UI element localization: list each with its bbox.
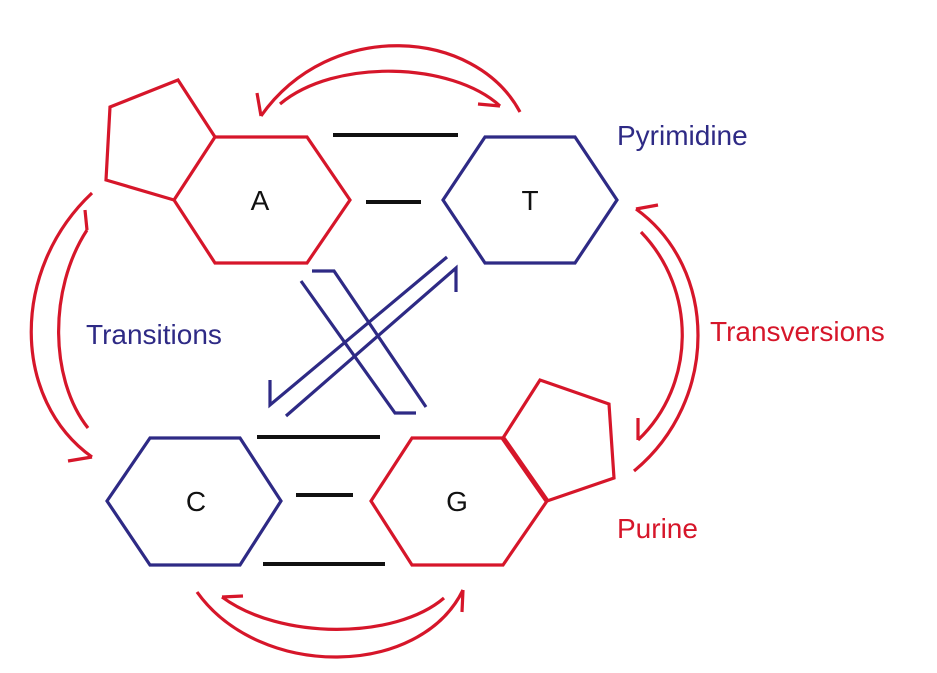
label-transversions: Transversions	[710, 316, 885, 347]
base-a-letter: A	[251, 185, 270, 216]
transition-arrows	[268, 255, 458, 418]
label-purine: Purine	[617, 513, 698, 544]
transversion-arrow-left-outer-head	[67, 455, 93, 463]
transversion-arrow-bottom-outer	[195, 589, 465, 659]
base-g-purine	[369, 378, 616, 567]
transversion-arrow-right-outer-head	[635, 203, 659, 211]
label-transitions: Transitions	[86, 319, 222, 350]
transversion-arrow-left-inner	[57, 229, 90, 429]
base-t-pyrimidine	[441, 135, 619, 265]
hydrogen-bonds	[257, 133, 458, 566]
transversion-arrow-right-outer	[632, 207, 700, 473]
transversion-arrows	[29, 44, 700, 659]
transversion-arrow-top-outer	[259, 44, 522, 117]
transversion-arrow-bottom-inner-head	[221, 594, 244, 599]
base-g-fused-edge	[500, 436, 550, 503]
transversion-arrow-top-outer-head	[255, 92, 263, 117]
transition-arrow-g-to-a	[299, 280, 416, 415]
transversion-arrow-top-inner	[278, 69, 502, 108]
transversion-arrow-left-inner-head	[83, 209, 89, 231]
transversion-arrow-bottom-inner	[221, 595, 446, 631]
base-c-pyrimidine	[105, 436, 283, 567]
transition-arrow-a-to-g	[312, 269, 428, 408]
base-g-letter: G	[446, 486, 468, 517]
base-c-letter: C	[186, 486, 206, 517]
base-a-pentagon	[104, 78, 217, 202]
base-a-purine	[104, 78, 352, 265]
base-g-pentagon	[501, 378, 616, 503]
label-pyrimidine: Pyrimidine	[617, 120, 748, 151]
transition-arrow-c-to-t	[268, 255, 449, 409]
transversion-arrow-bottom-outer-head	[460, 589, 465, 613]
transition-arrow-t-to-c	[284, 264, 458, 418]
transversion-arrow-top-inner-head	[477, 102, 501, 108]
transversion-arrow-right-inner	[636, 230, 684, 442]
transversion-arrow-left-outer	[29, 191, 94, 459]
base-t-letter: T	[521, 185, 538, 216]
